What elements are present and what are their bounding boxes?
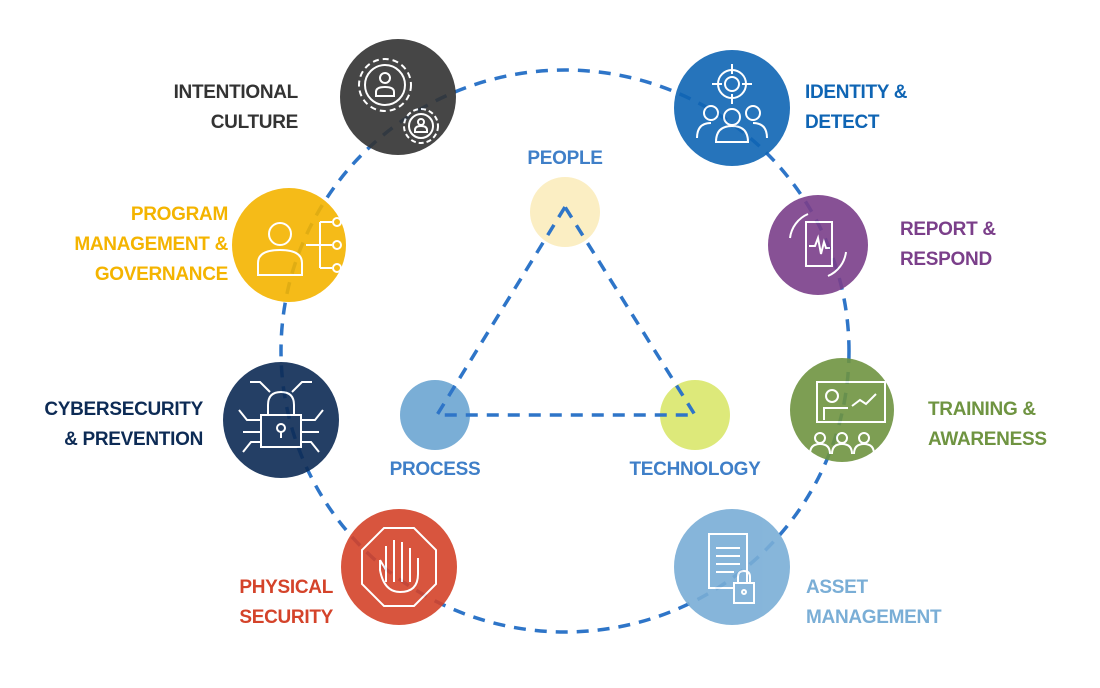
label-line: AWARENESS <box>928 429 1047 450</box>
asset-management-label: ASSET MANAGEMENT <box>806 573 942 633</box>
label-line: DETECT <box>805 112 880 133</box>
people-circle <box>530 177 600 247</box>
label-line: CYBERSECURITY <box>44 399 203 420</box>
process-label: PROCESS <box>389 459 481 480</box>
physical-security-circle <box>341 509 457 625</box>
label-line: MANAGEMENT <box>806 607 942 628</box>
physical-security-label: PHYSICAL SECURITY <box>239 573 333 633</box>
cybersecurity-label: CYBERSECURITY & PREVENTION <box>44 395 203 455</box>
report-respond-label: REPORT & RESPOND <box>900 215 996 275</box>
label-line: MANAGEMENT & <box>74 234 228 255</box>
intentional-culture-circle <box>340 39 456 155</box>
program-management-label: PROGRAM MANAGEMENT & GOVERNANCE <box>74 200 228 290</box>
refresh-monitor-icon <box>789 213 847 277</box>
label-line: RESPOND <box>900 249 992 270</box>
person-hierarchy-icon <box>257 217 342 276</box>
label-line: ASSET <box>806 577 868 598</box>
document-lock-icon <box>708 533 755 604</box>
asset-management-circle <box>674 509 790 625</box>
label-line: CULTURE <box>210 112 299 133</box>
people-label: PEOPLE <box>527 148 603 169</box>
target-group-icon <box>696 64 768 143</box>
process-circle <box>400 380 470 450</box>
label-line: & PREVENTION <box>64 429 203 450</box>
gears-people-icon <box>358 58 439 144</box>
label-line: SECURITY <box>239 607 333 628</box>
stop-hand-icon <box>361 527 437 607</box>
label-line: GOVERNANCE <box>94 264 228 285</box>
report-respond-circle <box>768 195 868 295</box>
presentation-icon <box>809 381 886 455</box>
technology-circle <box>660 380 730 450</box>
cybersecurity-circle <box>223 362 339 478</box>
label-line: TRAINING & <box>928 399 1036 420</box>
program-management-circle <box>232 188 346 302</box>
circuit-lock-icon <box>238 381 324 453</box>
training-label: TRAINING & AWARENESS <box>928 395 1047 455</box>
label-line: PHYSICAL <box>239 577 333 598</box>
training-circle <box>790 358 894 462</box>
label-line: IDENTITY & <box>805 82 908 103</box>
label-line: PROGRAM <box>130 204 228 225</box>
outer-dashed-ring <box>279 68 851 634</box>
intentional-culture-label: INTENTIONAL CULTURE <box>173 78 299 138</box>
identity-detect-label: IDENTITY & DETECT <box>805 78 908 138</box>
label-line: REPORT & <box>900 219 996 240</box>
label-line: INTENTIONAL <box>173 82 299 103</box>
technology-label: TECHNOLOGY <box>629 459 761 480</box>
